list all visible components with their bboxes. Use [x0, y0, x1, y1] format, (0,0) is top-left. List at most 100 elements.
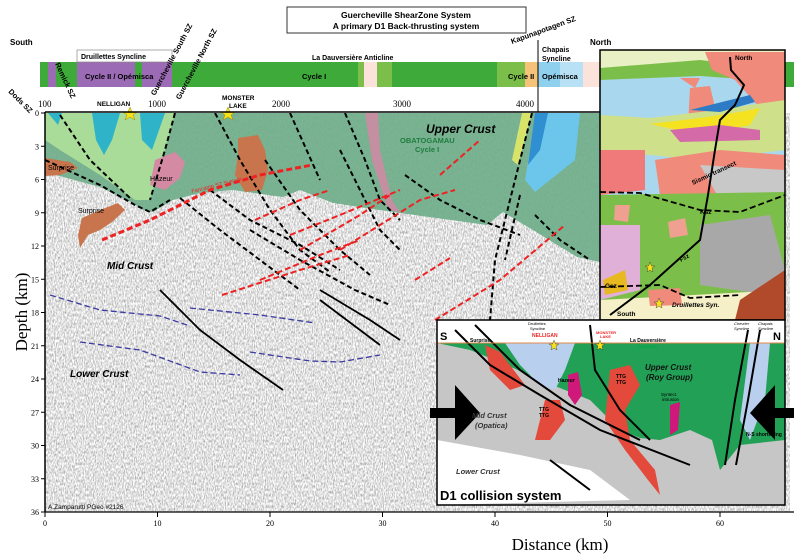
- inset-ttg-2b: TTG: [616, 380, 626, 386]
- cdp-tick: 100: [38, 99, 52, 109]
- map-fsz-label: Fsz: [679, 254, 691, 264]
- cdp-tick: 4000: [516, 99, 535, 109]
- y-tick-label: 9: [35, 209, 39, 218]
- map-south-label: South: [617, 311, 635, 318]
- map-gsz-label: Gsz: [605, 283, 618, 290]
- south-label: South: [10, 38, 33, 47]
- y-tick-label: 30: [31, 442, 39, 451]
- seismic-transect-line: [609, 56, 746, 316]
- inset-mid-crust-1: Mid Crust: [472, 411, 507, 420]
- ttg-body-left: [485, 345, 525, 390]
- right-compression-arrow-icon: [750, 385, 794, 440]
- inset-ttg-1a: TTG: [539, 407, 549, 413]
- upper-crust-body: [45, 113, 600, 262]
- left-compression-arrow-icon: [430, 385, 480, 440]
- dods-sz-label: Dods SZ: [7, 87, 35, 115]
- y-tick-label: 24: [31, 375, 39, 384]
- monster-inset-star-icon: [594, 339, 606, 351]
- north-label: North: [590, 38, 611, 47]
- hazeur-pluton: [150, 152, 185, 190]
- fancamp-red-faults: [101, 139, 566, 321]
- cdp-tick: 2000: [272, 99, 291, 109]
- y-tick-label: 18: [31, 309, 39, 318]
- cdp-tick: 3000: [393, 99, 412, 109]
- x-tick-label: 10: [154, 519, 162, 528]
- inset-s-label: S: [440, 331, 447, 343]
- chapais-syncline-label-1: Chapais: [542, 47, 569, 54]
- gsz-fault-line: [599, 284, 741, 299]
- inset-lower-crust: Lower Crust: [456, 467, 500, 476]
- lower-crust-white: [437, 440, 630, 505]
- x-tick-label: 20: [266, 519, 274, 528]
- kapunapotagen-dark-blue: [528, 113, 548, 165]
- geology-map-inset: North Sismic transect Ksz Fsz Gsz South …: [599, 49, 786, 321]
- nelligan-label: NELLIGAN: [97, 101, 131, 108]
- inset-surprise-label: Surprise: [470, 338, 491, 344]
- kapunapotagen-yellow: [512, 113, 532, 165]
- y-tick-label: 21: [31, 342, 39, 351]
- map-druillettes-label: Druillettes Syn.: [672, 302, 720, 309]
- y-tick-label: 36: [31, 508, 39, 517]
- ttg-body-mid: [535, 400, 565, 440]
- collision-system-inset: S N Surprise Druillettes Syncline NELLIG…: [430, 319, 794, 506]
- dauversiere-anticline-label: La Dauversière Anticline: [312, 55, 394, 62]
- ttg-body-right: [605, 365, 660, 495]
- lower-crust-blue-reflectors: [49, 294, 381, 376]
- x-tick-label: 60: [716, 519, 724, 528]
- blue-syncline-fill: [505, 343, 770, 440]
- y-tick-label: 15: [31, 275, 39, 284]
- fault-lines: [45, 113, 591, 321]
- upper-crust-label: Upper Crust: [426, 122, 496, 136]
- y-tick-label: 0: [35, 109, 39, 118]
- inset-upper-crust-2: (Roy Group): [646, 373, 693, 382]
- inset-druillettes-2: Syncline: [530, 326, 546, 331]
- x-tick-label: 40: [491, 519, 499, 528]
- y-tick-label: 6: [35, 176, 39, 185]
- inset-mid-crust-2: (Opatica): [475, 421, 508, 430]
- map-north-label: North: [735, 55, 752, 62]
- druillettes-syncline-label: Druillettes Syncline: [81, 54, 146, 61]
- cdp-axis: 100 1000 2000 3000 4000: [38, 99, 535, 109]
- inset-chevrier-1: Chevrier: [734, 321, 750, 326]
- chapais-syncline-label-2: Syncline: [542, 56, 571, 63]
- map-star-icon: [644, 261, 656, 273]
- title-line-2: A primary D1 Back-thrusting system: [333, 21, 480, 31]
- inset-chapais-2: Syncline: [758, 326, 774, 331]
- inset-ttg-2a: TTG: [616, 374, 626, 380]
- units-bar: Druillettes Syncline La Dauversière Anti…: [40, 40, 794, 112]
- x-tick-label: 0: [43, 519, 47, 528]
- inset-ttg-1b: TTG: [539, 413, 549, 419]
- inset-monster-1: MONSTER: [596, 330, 616, 335]
- nelligan-inset-star-icon: [548, 339, 560, 351]
- inset-dauversiere-1: La Dauversière: [630, 338, 666, 344]
- opemisca-label: Opémisca: [542, 72, 579, 81]
- hazeur-label: Hazeur: [150, 176, 173, 183]
- credit-label: A.Zamparutti PGeo #2126: [48, 504, 124, 511]
- cycle1-section-label: Cycle I: [415, 145, 439, 154]
- y-axis-label: Depth (km): [12, 273, 31, 352]
- cycle2-label: Cycle II: [508, 72, 534, 81]
- inset-ns-shortening: N-S shortening: [746, 432, 782, 438]
- monster-pluton: [235, 135, 268, 192]
- deep-faults: [159, 289, 401, 391]
- upper-label-group: Upper Crust OBATOGAMAU Cycle I: [400, 122, 496, 154]
- y-tick-label: 33: [31, 475, 39, 484]
- pink-strip: [365, 113, 400, 212]
- surprise-label-2: Surprise: [78, 208, 104, 215]
- lower-crust-label: Lower Crust: [70, 369, 129, 380]
- inset-title: D1 collision system: [440, 488, 561, 503]
- localities: NELLIGAN MONSTER LAKE: [97, 95, 255, 110]
- inset-n-label: N: [773, 331, 781, 343]
- x-tick-label: 50: [604, 519, 612, 528]
- inset-nelligan-label: NELLIGAN: [532, 333, 558, 339]
- monster-lake-label-1: MONSTER: [222, 95, 255, 102]
- cdp-tick: 1000: [148, 99, 167, 109]
- obatogamau-label: OBATOGAMAU: [400, 136, 455, 145]
- collision-faults: [454, 324, 761, 491]
- x-tick-label: 30: [379, 519, 387, 528]
- inset-monster-2: LAKE: [600, 334, 611, 339]
- y-tick-label: 12: [31, 242, 39, 251]
- inset-chevrier-2: Syncline: [734, 326, 750, 331]
